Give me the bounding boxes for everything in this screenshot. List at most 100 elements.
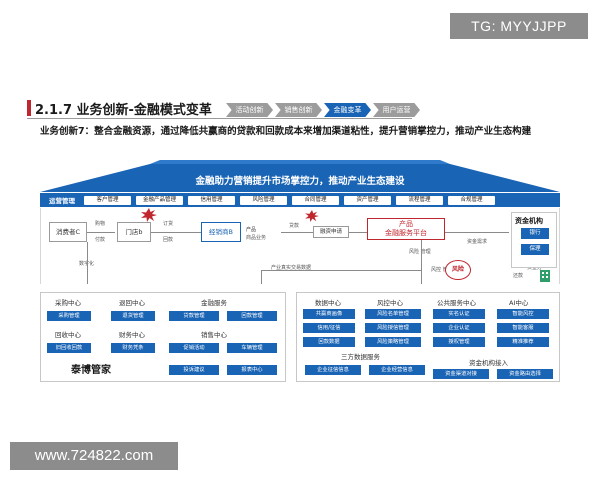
ops-item: 风险管理 xyxy=(240,195,287,205)
funder-box xyxy=(511,212,557,268)
brand-name: 泰博管家 xyxy=(71,365,111,376)
ops-item: 资产管理 xyxy=(344,195,391,205)
flow-line xyxy=(261,270,421,271)
risk-chip: 风险策略管理 xyxy=(365,337,421,347)
digital-label: 数字化 xyxy=(79,260,94,267)
ops-item: 合同管理 xyxy=(292,195,339,205)
fin-service-title: 金融服务 xyxy=(201,299,227,307)
data-chip: 回款数据 xyxy=(303,337,355,347)
fund-need-label: 资金需求 xyxy=(467,239,488,245)
data-chip: 信用/征信 xyxy=(303,323,355,333)
ai-chip: 精准推荐 xyxy=(497,337,549,347)
flow-line xyxy=(87,232,115,233)
data-center-title: 数据中心 xyxy=(315,299,341,307)
fund-chip: 资金渠道对接 xyxy=(433,369,489,379)
step-tracker: 活动创新 销售创新 金融变革 用户运营 xyxy=(226,103,422,117)
repay-label: 还款 xyxy=(513,273,524,279)
flow-line xyxy=(445,232,509,233)
title-accent-bar xyxy=(27,100,31,116)
purchase-center-title: 采购中心 xyxy=(55,299,81,307)
fund-side-label: 资金方 xyxy=(527,265,543,271)
title-underline xyxy=(27,118,412,119)
flow-area: 消费者C 购物 付款 门店b 订货 回款 经销商B 产品 商品业务 贷款 融资申… xyxy=(40,208,560,284)
flow-line xyxy=(151,232,201,233)
complaint-chip: 投诉建议 xyxy=(169,365,219,375)
third-chip: 企业征信信息 xyxy=(305,365,361,375)
finance-center-title: 财务中心 xyxy=(119,331,145,339)
step-1: 活动创新 xyxy=(226,103,273,117)
control-label: 风控 管理 xyxy=(431,267,453,273)
step-2: 销售创新 xyxy=(275,103,322,117)
risk-center-title: 风控中心 xyxy=(377,299,403,307)
ops-bar-label: 运营管理 xyxy=(49,197,75,205)
loan-mgmt-chip: 贷款管理 xyxy=(169,311,219,321)
flow-line xyxy=(421,240,422,284)
flow-line xyxy=(281,232,313,233)
purchase-label: 购物 xyxy=(95,221,106,227)
fund-access-title: 资金机构接入 xyxy=(469,359,508,367)
loan-label: 贷款 xyxy=(289,223,300,229)
ai-chip: 智能客服 xyxy=(497,323,549,333)
funder-title: 资金机构 xyxy=(515,217,543,225)
burst-icon xyxy=(305,210,319,222)
public-chip: 授权管理 xyxy=(433,337,485,347)
dealer-node: 经销商B xyxy=(201,222,241,242)
finance-chip: 财务凭条 xyxy=(111,343,155,353)
recovery-center-title: 回收中心 xyxy=(55,331,81,339)
recovery-chip: 旧回收回款 xyxy=(47,343,91,353)
ops-item: 信用管理 xyxy=(188,195,235,205)
roof-banner xyxy=(40,160,560,192)
ai-center-title: AI中心 xyxy=(509,299,529,307)
platform-node: 产品 金融服务平台 xyxy=(367,218,445,240)
order-label: 订货 xyxy=(163,221,174,227)
watermark-top: TG: MYYJJPP xyxy=(450,13,588,39)
data-chip: 共赢商画像 xyxy=(303,309,355,319)
slide-title: 2.1.7 业务创新-金融模式变革 xyxy=(35,103,212,118)
lead-paragraph: 业务创新7：整合金融资源，通过降低共赢商的贷款和回款成本来增加渠道粘性，提升营销… xyxy=(40,126,532,137)
third-party-title: 三方数据服务 xyxy=(341,353,380,361)
pay-label: 付款 xyxy=(95,237,106,243)
burst-icon xyxy=(141,208,157,222)
risk-chip: 风险授信管理 xyxy=(365,323,421,333)
flow-line xyxy=(87,242,88,284)
fund-chip: 资金路由选择 xyxy=(497,369,553,379)
sales-center-title: 销售中心 xyxy=(201,331,227,339)
left-system-panel: 采购中心 采购管理 退回中心 退货管理 回收中心 旧回收回款 财务中心 财务凭条… xyxy=(40,292,286,382)
store-node: 门店b xyxy=(117,222,151,242)
report-chip: 报表中心 xyxy=(227,365,277,375)
promo-chip: 促销活动 xyxy=(169,343,219,353)
product-sub: 商品业务 xyxy=(246,235,267,241)
vehicle-chip: 车辆管理 xyxy=(227,343,277,353)
ops-item: 金融产品管理 xyxy=(136,195,183,205)
right-system-panel: 数据中心 共赢商画像 信用/征信 回款数据 风控中心 风险名单管理 风险授信管理… xyxy=(296,292,560,382)
return-mgmt-chip: 回款管理 xyxy=(227,311,277,321)
public-chip: 企业认证 xyxy=(433,323,485,333)
consumer-node: 消费者C xyxy=(49,222,87,242)
purchase-mgmt-chip: 采购管理 xyxy=(47,311,91,321)
public-chip: 实名认证 xyxy=(433,309,485,319)
building-icon xyxy=(540,270,550,282)
step-4: 用户运营 xyxy=(373,103,420,117)
bank-chip: 银行 xyxy=(521,228,549,239)
return-label: 回款 xyxy=(163,237,174,243)
ops-item: 客户管理 xyxy=(84,195,131,205)
flow-line xyxy=(349,232,367,233)
flow-line xyxy=(261,270,262,284)
ops-management-bar: 运营管理 客户管理 金融产品管理 信用管理 风险管理 合同管理 资产管理 流程管… xyxy=(40,193,560,207)
returns-center-title: 退回中心 xyxy=(119,299,145,307)
product-label: 产品 xyxy=(246,227,257,233)
risk-badge: 风险 xyxy=(445,260,471,280)
third-chip: 企业经营信息 xyxy=(369,365,425,375)
step-3-active: 金融变革 xyxy=(324,103,371,117)
ops-item: 合规管理 xyxy=(448,195,495,205)
ops-item: 流程管理 xyxy=(396,195,443,205)
factoring-chip: 保理 xyxy=(521,244,549,255)
public-center-title: 公共服务中心 xyxy=(437,299,476,307)
roof-title: 金融助力营销提升市场掌控力，推动产业生态建设 xyxy=(195,176,405,187)
ai-chip: 智能风控 xyxy=(497,309,549,319)
watermark-bottom: www.724822.com xyxy=(10,442,178,470)
industry-data-label: 产业真实交易数据 xyxy=(271,265,312,271)
apply-node: 融资申请 xyxy=(313,226,349,238)
returns-mgmt-chip: 退货管理 xyxy=(111,311,155,321)
risk-chip: 风险名单管理 xyxy=(365,309,421,319)
